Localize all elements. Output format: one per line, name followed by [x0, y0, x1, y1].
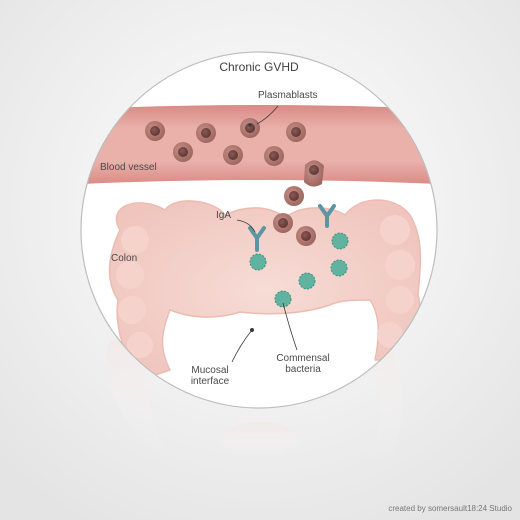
colon-reflection	[107, 330, 403, 465]
label-commensal-bacteria-line1: Commensal	[276, 353, 330, 364]
pointer-lines	[231, 105, 298, 363]
plasmablast-cell	[284, 186, 304, 206]
label-blood-vessel: Blood vessel	[100, 162, 157, 173]
iga-antibodies	[248, 204, 336, 252]
bacterium	[274, 290, 292, 308]
bacteria-pointer	[282, 302, 298, 351]
label-commensal-bacteria: Commensal bacteria	[268, 353, 338, 375]
plasmablast-cell	[304, 160, 324, 187]
label-iga: IgA	[216, 210, 232, 221]
iga-pointer	[236, 219, 256, 233]
label-mucosal-interface: Mucosal interface	[180, 365, 240, 387]
plasmablast-cell	[173, 142, 193, 162]
plasmablast-cell	[196, 123, 216, 143]
plasmablast-cells	[145, 118, 324, 246]
bacterium	[331, 232, 349, 250]
plasmablast-cell	[264, 146, 284, 166]
commensal-bacteria	[249, 232, 349, 308]
plasmablast-cell	[296, 226, 316, 246]
mucosal-pointer	[231, 329, 253, 363]
credit-text: created by somersault18:24 Studio	[388, 504, 512, 513]
iga-antibody	[248, 226, 266, 252]
plasmablast-cell	[286, 122, 306, 142]
diagram-title: Chronic GVHD	[219, 60, 299, 74]
circle-outline	[80, 51, 438, 409]
label-mucosal-interface-line1: Mucosal	[191, 365, 229, 376]
plasmablasts-pointer	[256, 105, 279, 125]
plasmablast-cell	[273, 213, 293, 233]
bacterium	[330, 259, 348, 277]
bacterium	[298, 272, 316, 290]
bacterium	[249, 253, 267, 271]
plasmablast-cell	[223, 145, 243, 165]
plasmablast-cell	[145, 121, 165, 141]
label-plasmablasts: Plasmablasts	[258, 90, 318, 101]
label-colon: Colon	[111, 253, 138, 264]
plasmablasts-dot	[248, 123, 252, 127]
label-mucosal-interface-line2: interface	[190, 376, 230, 387]
iga-antibody	[318, 204, 336, 228]
label-commensal-bacteria-line2: bacteria	[285, 364, 321, 375]
mucosal-dot	[250, 328, 254, 332]
plasmablast-cell	[240, 118, 260, 138]
